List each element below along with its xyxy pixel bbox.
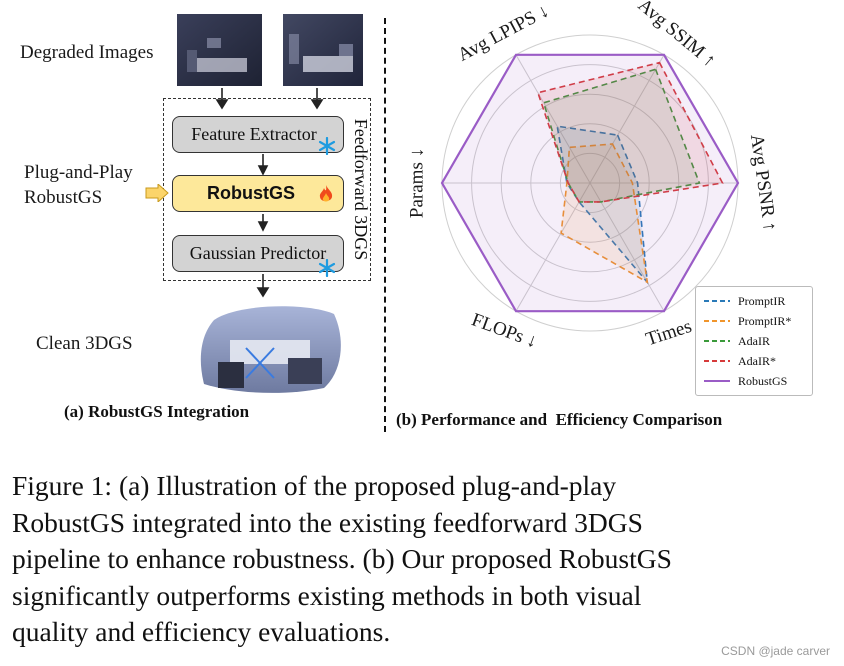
- caption-line: Figure 1: (a) Illustration of the propos…: [12, 470, 617, 501]
- feedforward-3dgs-label: Feedforward 3DGS: [351, 118, 372, 261]
- feature-extractor-box: Feature Extractor: [172, 116, 344, 153]
- robustgs-label: RobustGS: [207, 183, 295, 203]
- caption-line: significantly outperforms existing metho…: [12, 579, 642, 611]
- panel-a-connectors: [215, 88, 324, 298]
- caption-line: quality and efficiency evaluations.: [12, 616, 391, 647]
- snowflake-icon: [318, 137, 336, 155]
- snowflake-icon: [318, 259, 336, 277]
- panel-b-caption: (b) Performance and Efficiency Compariso…: [396, 410, 723, 429]
- legend-label: PromptIR*: [738, 313, 792, 328]
- gaussian-predictor-label: Gaussian Predictor: [189, 243, 327, 263]
- legend-item: PromptIR*: [702, 311, 806, 331]
- legend-swatch: [704, 320, 730, 322]
- legend-swatch: [704, 360, 730, 362]
- gaussian-predictor-box: Gaussian Predictor: [172, 235, 344, 272]
- legend-label: PromptIR: [738, 293, 786, 308]
- radar-series-adair-star: [536, 61, 724, 203]
- plug-and-play-line-2: RobustGS: [24, 187, 103, 208]
- radar-series-promptir: [556, 125, 649, 285]
- radar-axis-label: Params ↓: [406, 148, 427, 218]
- legend-rows: PromptIR PromptIR* AdaIR AdaIR* RobustGS: [702, 291, 806, 391]
- radar-series: [440, 53, 740, 313]
- flame-icon: [319, 185, 333, 202]
- feature-extractor-label: Feature Extractor: [191, 124, 317, 144]
- figure-caption: Figure 1: (a) Illustration of the propos…: [12, 468, 830, 651]
- radar-series-promptir-star: [560, 143, 649, 284]
- legend-item: RobustGS: [702, 371, 806, 391]
- legend-item: AdaIR: [702, 331, 806, 351]
- clean-3dgs-image: [200, 306, 341, 393]
- radar-spoke: [589, 182, 665, 312]
- robustgs-box: RobustGS: [172, 175, 344, 212]
- arrow-icon: [145, 184, 169, 202]
- legend-label: RobustGS: [738, 373, 788, 388]
- degraded-image-2: [283, 14, 363, 86]
- radar-series-robustgs: [440, 53, 740, 313]
- legend-item: AdaIR*: [702, 351, 806, 371]
- legend-swatch: [704, 300, 730, 302]
- radar-axis-label: FLOPs ↓: [469, 309, 540, 352]
- caption-line: pipeline to enhance robustness. (b) Our …: [12, 543, 672, 574]
- radar-axis-label: Avg PSNR ↑: [746, 133, 780, 233]
- radar-legend: PromptIR PromptIR* AdaIR AdaIR* RobustGS: [695, 286, 813, 396]
- legend-label: AdaIR*: [738, 353, 776, 368]
- caption-line: RobustGS integrated into the existing fe…: [12, 506, 643, 538]
- watermark: CSDN @jade carver: [721, 644, 830, 658]
- degraded-image-1: [177, 14, 262, 86]
- legend-swatch: [704, 380, 730, 382]
- legend-swatch: [704, 340, 730, 342]
- clean-3dgs-label: Clean 3DGS: [36, 333, 133, 354]
- legend-label: AdaIR: [738, 333, 770, 348]
- radar-spoke: [589, 54, 665, 184]
- radar-spoke: [515, 182, 591, 312]
- feedforward-label-wrap: Feedforward 3DGS: [346, 98, 376, 281]
- panel-a-caption: (a) RobustGS Integration: [64, 402, 250, 421]
- degraded-images-label: Degraded Images: [20, 42, 154, 63]
- panel-divider: [384, 18, 386, 432]
- plug-and-play-line-1: Plug-and-Play: [24, 162, 133, 183]
- legend-item: PromptIR: [702, 291, 806, 311]
- radar-spoke: [515, 54, 591, 184]
- plug-and-play-label: Plug-and-Play RobustGS: [24, 160, 133, 210]
